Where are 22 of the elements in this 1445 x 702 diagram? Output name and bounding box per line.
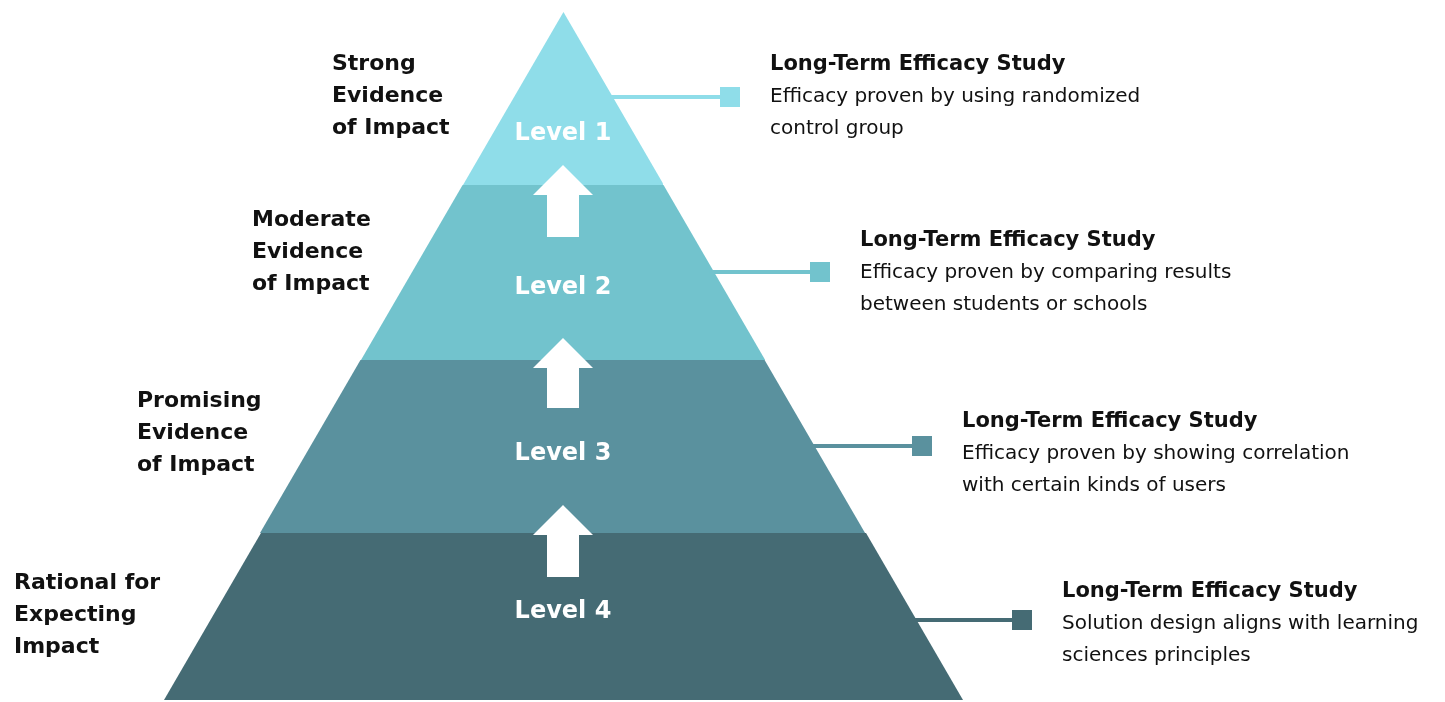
evidence-label: Moderate Evidence of Impact bbox=[252, 205, 372, 297]
evidence-label: Promising Evidence of Impact bbox=[137, 386, 263, 478]
up-arrow bbox=[533, 505, 593, 577]
study-title: Long-Term Efficacy Study bbox=[860, 226, 1157, 253]
study-description: Efficacy proven by comparing results between students or schools bbox=[860, 258, 1233, 317]
evidence-label: Rational for Expecting Impact bbox=[14, 568, 162, 660]
leader-line bbox=[811, 436, 932, 456]
study-description: Efficacy proven by showing correlation with certain kinds of users bbox=[962, 439, 1351, 498]
study-description: Solution design aligns with learning sciences principles bbox=[1062, 609, 1420, 668]
evidence-label: Strong Evidence of Impact bbox=[332, 49, 451, 141]
up-arrow bbox=[533, 165, 593, 237]
study-description: Efficacy proven by using randomized control group bbox=[770, 82, 1142, 141]
study-title: Long-Term Efficacy Study bbox=[770, 50, 1067, 77]
leader-line bbox=[912, 610, 1032, 630]
level-label: Level 1 bbox=[514, 118, 612, 146]
up-arrow bbox=[533, 338, 593, 408]
study-title: Long-Term Efficacy Study bbox=[1062, 577, 1359, 604]
level-label: Level 4 bbox=[514, 596, 612, 624]
level-label: Level 3 bbox=[514, 438, 612, 466]
study-title: Long-Term Efficacy Study bbox=[962, 407, 1259, 434]
level-label: Level 2 bbox=[514, 272, 612, 300]
leader-line bbox=[608, 87, 740, 107]
